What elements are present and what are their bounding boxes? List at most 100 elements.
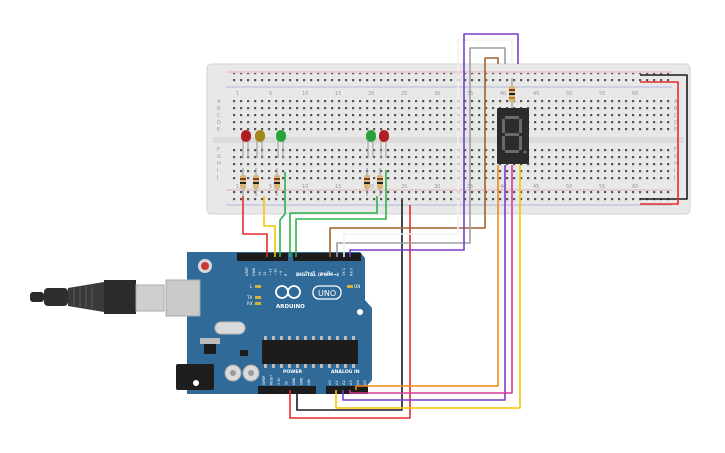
usb-cable[interactable] (30, 280, 165, 314)
led-yellow[interactable] (255, 130, 265, 158)
breadboard-col-number: 1 (236, 184, 239, 190)
wire-power-rail-red[interactable] (640, 81, 679, 205)
breadboard-col-number: 25 (401, 91, 407, 97)
breadboard-row-letter: C (674, 113, 678, 119)
wire-led-red-pin13[interactable] (242, 196, 268, 257)
wire-led-green-pin11[interactable] (279, 172, 286, 257)
breadboard-row-letter: B (674, 106, 678, 112)
breadboard-row-letter: G (674, 154, 678, 160)
breadboard-row-letter: A (674, 99, 678, 105)
digital-pin-label: ~6 (305, 270, 309, 276)
gnd-label: GND (252, 268, 256, 276)
resistor-led-group[interactable] (240, 168, 383, 196)
wire-led-yellow-pin12[interactable] (263, 196, 276, 257)
breadboard-col-number: 50 (566, 91, 572, 97)
digital-pin-label: 2 (335, 274, 339, 276)
breadboard-col-number: 20 (368, 184, 374, 190)
wire-segment-brown[interactable] (329, 57, 499, 257)
breadboard-col-number: 10 (302, 184, 308, 190)
wire-segment-orange[interactable] (355, 165, 499, 390)
wire-segment-purple2[interactable] (342, 165, 506, 401)
led-green-1[interactable] (276, 130, 286, 158)
on-label: ON (354, 284, 360, 289)
digital-pin-label: 7 (297, 274, 301, 276)
breadboard-row-letter: J (673, 175, 675, 181)
breadboard-col-number: 1 (236, 91, 239, 97)
led-red-2[interactable] (379, 130, 389, 158)
breadboard-row-letter: A (217, 99, 221, 105)
digital-pin-label: ~5 (312, 271, 316, 276)
power-label: POWER (283, 369, 302, 375)
arduino-uno-board[interactable] (165, 252, 372, 394)
digital-pwm-label: DIGITAL (PWM~) (296, 272, 339, 278)
power-pin-label: VIN (307, 379, 311, 385)
analog-pin-label: A4 (356, 380, 360, 385)
breadboard-row-letter: I (674, 168, 675, 174)
analog-in-label: ANALOG IN (331, 369, 360, 375)
breadboard-row-letter: H (674, 161, 678, 167)
digital-pin-label: ~9 (279, 270, 283, 276)
breadboard-row-letter: E (217, 127, 220, 133)
digital-pin-label: 12 (263, 271, 267, 276)
analog-pin-label: A3 (349, 380, 353, 385)
breadboard[interactable] (206, 63, 691, 215)
breadboard-row-letter: E (674, 127, 677, 133)
breadboard-col-number: 40 (500, 184, 506, 190)
analog-pin-label: A2 (342, 380, 346, 385)
digital-pin-label: ~11 (268, 268, 272, 276)
breadboard-col-number: 45 (533, 91, 539, 97)
seven-segment-display[interactable] (497, 108, 529, 164)
breadboard-row-letter: I (217, 168, 218, 174)
breadboard-col-number: 60 (632, 184, 638, 190)
digital-pin-label: 8 (284, 273, 288, 276)
breadboard-col-number: 10 (302, 91, 308, 97)
breadboard-col-number: 15 (335, 91, 341, 97)
breadboard-col-number: 55 (599, 184, 605, 190)
wire-power-rail-black[interactable] (640, 74, 688, 200)
breadboard-col-number: 25 (401, 184, 407, 190)
power-pin-label: GND (292, 377, 296, 385)
wire-segment-purple[interactable] (349, 33, 519, 257)
wire-gnd-black[interactable] (296, 200, 403, 411)
breadboard-col-number: 40 (500, 91, 506, 97)
wire-segment-yellow[interactable] (335, 165, 521, 409)
wire-segment-white[interactable] (343, 39, 513, 257)
arduino-text: ARDUINO (276, 304, 305, 310)
analog-pin-label: A5 (363, 380, 367, 385)
digital-pin-label: ~3 (327, 271, 331, 276)
uno-text: UNO (318, 289, 336, 298)
breadboard-row-letter: H (217, 161, 221, 167)
breadboard-col-number: 60 (632, 91, 638, 97)
power-pin-label: RESET (270, 375, 274, 385)
analog-pin-label: A1 (335, 380, 339, 385)
digital-pin-label: 4 (320, 273, 324, 276)
breadboard-row-letter: F (217, 147, 220, 153)
breadboard-row-letter: F (674, 147, 677, 153)
wire-led-green2-pin10[interactable] (289, 196, 378, 257)
power-pin-label: GND (300, 377, 304, 385)
rx-led-label: RX (247, 301, 253, 306)
wire-segment-gray[interactable] (336, 47, 506, 257)
digital-pin-label: RX 0 (350, 267, 354, 276)
breadboard-row-letter: C (217, 113, 221, 119)
breadboard-col-number: 5 (269, 184, 272, 190)
breadboard-col-number: 50 (566, 184, 572, 190)
aref-label: AREF (245, 267, 249, 276)
wire-5v-red[interactable] (289, 205, 411, 419)
wire-segment-magenta[interactable] (349, 165, 513, 394)
breadboard-col-number: 30 (434, 184, 440, 190)
led-green-2[interactable] (366, 130, 376, 158)
breadboard-col-number: 55 (599, 91, 605, 97)
wire-led-red2-pin9[interactable] (295, 170, 387, 257)
resistor-display[interactable] (509, 78, 515, 108)
breadboard-row-letter: G (217, 154, 221, 160)
power-pin-label: 5V (285, 380, 289, 385)
power-pin-label: 3.3V (277, 377, 281, 385)
breadboard-row-letter: J (216, 175, 218, 181)
digital-pin-label: ~10 (274, 268, 278, 276)
breadboard-row-letter: D (217, 120, 221, 126)
led-red-1[interactable] (241, 130, 251, 158)
